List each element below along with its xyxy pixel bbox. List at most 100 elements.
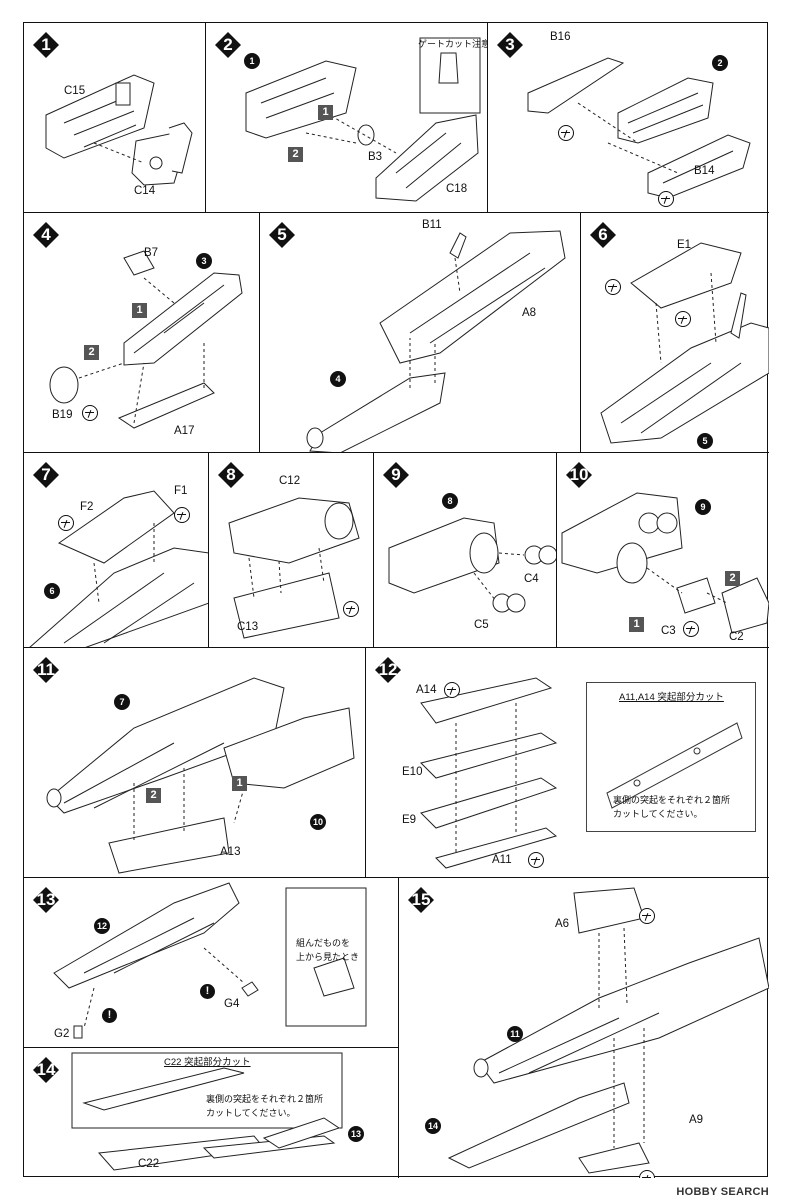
sub-step-marker: 1 (132, 303, 147, 318)
part-illustration (600, 242, 769, 444)
part-label: F1 (174, 485, 188, 497)
part-illustration (245, 37, 481, 202)
gate-cut-icon (444, 682, 460, 698)
part-label: B14 (694, 165, 715, 177)
part-illustration (49, 250, 243, 429)
sub-step-marker: 2 (288, 147, 303, 162)
gate-cut-icon (675, 311, 691, 327)
ref-step-marker: 6 (44, 583, 60, 599)
ref-step-marker: 7 (114, 694, 130, 710)
part-illustration (71, 1052, 343, 1171)
gate-cut-icon (58, 515, 74, 531)
gate-cut-icon (174, 507, 190, 523)
note-line: 裏側の突起をそれぞれ２箇所 (613, 795, 731, 805)
gate-cut-icon (683, 621, 699, 637)
part-label: C12 (279, 475, 301, 487)
ref-step-marker: 3 (196, 253, 212, 269)
part-label: E1 (677, 239, 692, 251)
sub-step-marker: 1 (232, 776, 247, 791)
part-label: C14 (134, 185, 156, 197)
sub-step-marker: 2 (725, 571, 740, 586)
cut-note-box: A11,A14 突起部分カット 裏側の突起をそれぞれ２箇所 カットしてください。 (586, 682, 756, 832)
part-label: A13 (220, 846, 241, 858)
part-illustration (45, 74, 193, 186)
step-number-badge: 5 (268, 221, 296, 249)
part-label: C22 (138, 1158, 160, 1170)
part-label: A17 (174, 425, 195, 437)
gate-cut-icon (605, 279, 621, 295)
sub-step-marker: 1 (318, 105, 333, 120)
part-label: B3 (368, 151, 383, 163)
step-number-badge: 14 (32, 1056, 60, 1084)
part-label: C18 (446, 183, 468, 195)
ref-step-marker: 4 (330, 371, 346, 387)
part-label: E10 (402, 766, 423, 778)
part-illustration (228, 497, 360, 639)
gate-cut-note: ゲートカット注意 (418, 39, 488, 49)
step-number-badge: 15 (407, 886, 435, 914)
part-illustration (46, 677, 355, 874)
step-number-badge: 1 (32, 31, 60, 59)
gate-cut-icon (343, 601, 359, 617)
step-panel-4: 4 3 1 2 B7 B19 A17 (24, 213, 260, 453)
step-number-badge: 2 (214, 31, 242, 59)
step-number-badge: 13 (32, 886, 60, 914)
watermark: HOBBY SEARCH (676, 1186, 769, 1198)
step-number-badge: 7 (32, 461, 60, 489)
part-label: B19 (52, 409, 73, 421)
part-label: A8 (522, 307, 537, 319)
part-illustration (527, 57, 751, 199)
ref-step-marker: 2 (712, 55, 728, 71)
note-title: C22 突起部分カット (164, 1057, 251, 1068)
step-panel-2: 2 1 1 2 B3 C18 ゲートカット注意 (206, 23, 488, 213)
instruction-sheet: 1 C15 C14 2 (23, 22, 769, 1178)
ref-step-marker: 5 (697, 433, 713, 449)
step-panel-10: 10 9 1 2 C3 C2 (557, 453, 769, 648)
part-label: A14 (416, 684, 437, 696)
part-label: G2 (54, 1028, 70, 1040)
step-panel-5: 5 4 B11 A8 (260, 213, 581, 453)
step-panel-15: 15 11 14 A6 A9 (399, 878, 769, 1178)
note-line: 組んだものを (296, 938, 351, 948)
step-panel-14: 14 13 C22 突起部分カット 裏側の突起をそれぞれ２箇所 カットしてくださ… (24, 1048, 399, 1178)
step-panel-12: 12 A14 E10 E9 A11 A11,A14 突起部分カット 裏側の突起を… (366, 648, 769, 878)
step-number-badge: 9 (382, 461, 410, 489)
note-line: カットしてください。 (613, 809, 703, 819)
ref-step-marker: 9 (695, 499, 711, 515)
ref-step-marker: 11 (507, 1026, 523, 1042)
part-illustration (561, 492, 769, 634)
step-number-badge: 6 (589, 221, 617, 249)
note-line: 上から見たとき (296, 952, 360, 962)
step-number-badge: 11 (32, 656, 60, 684)
gate-cut-icon (82, 405, 98, 421)
part-label: B16 (550, 31, 571, 43)
sub-step-marker: 2 (146, 788, 161, 803)
part-illustration (447, 887, 769, 1174)
step-number-badge: 10 (565, 461, 593, 489)
part-label: C15 (64, 85, 86, 97)
gate-cut-icon (658, 191, 674, 207)
step-panel-9: 9 8 C4 C5 (374, 453, 557, 648)
ref-step-marker: 10 (310, 814, 326, 830)
part-label: B11 (422, 219, 442, 231)
part-label: C5 (474, 619, 489, 631)
step-number-badge: 3 (496, 31, 524, 59)
step-panel-13: 13 12 ! ! G4 G2 組んだものを 上から見たとき (24, 878, 399, 1048)
part-label: C13 (237, 621, 259, 633)
step-panel-7: 7 6 F2 F1 (24, 453, 209, 648)
step-number-badge: 4 (32, 221, 60, 249)
part-label: A6 (555, 918, 570, 930)
part-label: C3 (661, 625, 676, 637)
note-line: 裏側の突起をそれぞれ２箇所 (206, 1094, 324, 1104)
part-label: C4 (524, 573, 539, 585)
part-label: A11 (492, 854, 512, 866)
part-label: B7 (144, 247, 159, 259)
part-illustration (420, 677, 558, 869)
step-panel-8: 8 C12 C13 (209, 453, 374, 648)
part-label: G4 (224, 998, 240, 1010)
caution-icon: ! (200, 984, 215, 999)
part-label: A9 (689, 1114, 704, 1126)
ref-step-marker: 12 (94, 918, 110, 934)
step-number-badge: 12 (374, 656, 402, 684)
note-line: カットしてください。 (206, 1108, 296, 1118)
